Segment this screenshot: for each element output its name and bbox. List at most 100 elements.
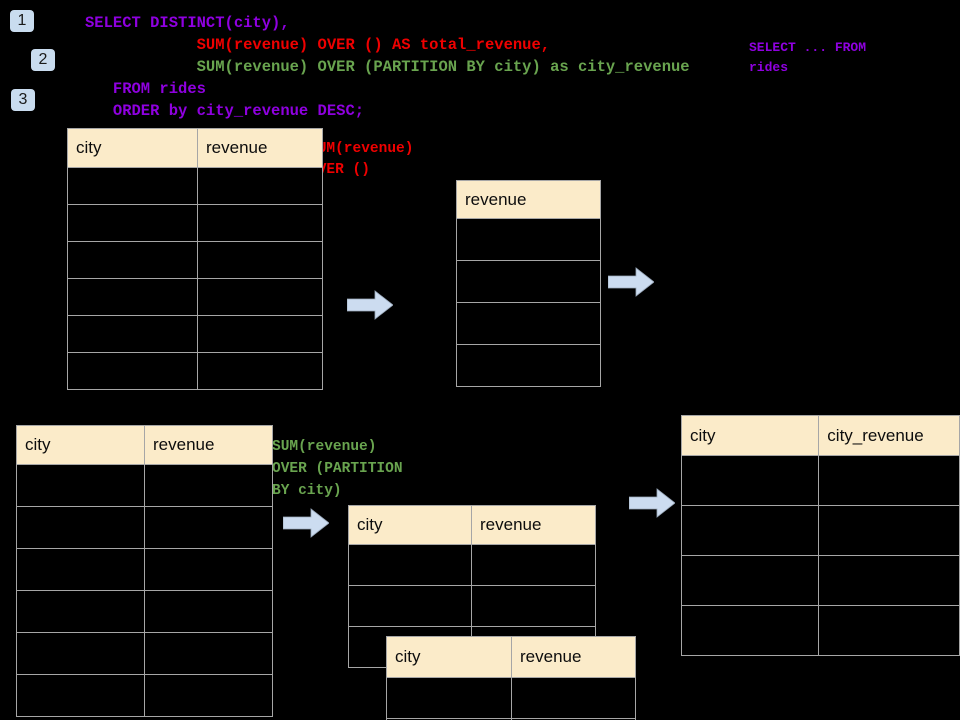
table-cell-empty — [144, 632, 273, 675]
table-cell-empty — [16, 548, 145, 591]
table-cell-empty — [456, 260, 601, 303]
table-cell-empty — [197, 315, 323, 353]
table-cell-empty — [511, 677, 636, 719]
column-header-city: city — [16, 425, 145, 465]
arrow-partition-to-result — [628, 488, 676, 518]
table-row — [386, 718, 636, 720]
table-cell-empty — [680, 605, 820, 656]
table-cell-empty — [67, 241, 198, 279]
table-cell-empty — [67, 352, 198, 390]
table-row — [16, 590, 273, 633]
table-cell-empty — [67, 204, 198, 242]
sql-line-3: SUM(revenue) OVER (PARTITION BY city) as… — [85, 58, 690, 76]
table-cell-empty — [144, 590, 273, 633]
table-cell-empty — [680, 455, 820, 506]
table-cell-empty — [67, 278, 198, 316]
table-cell-empty — [144, 464, 273, 507]
table-row — [67, 241, 323, 279]
table-cell-empty — [456, 302, 601, 345]
table-row — [680, 455, 960, 506]
column-header-city: city — [348, 505, 472, 545]
annotation-select-from-rides: SELECT ... FROM rides — [749, 40, 867, 75]
table-cell-empty — [197, 278, 323, 316]
table-cell-empty — [197, 167, 323, 205]
table-row — [456, 218, 601, 261]
table-row — [348, 544, 596, 586]
column-header-revenue: revenue — [197, 128, 323, 168]
column-header-city: city — [386, 636, 512, 678]
table-cell-empty — [818, 555, 960, 606]
table-cell-empty — [348, 585, 472, 627]
sql-line-4: FROM rides — [85, 80, 206, 98]
table-row — [67, 315, 323, 353]
column-header-revenue: revenue — [471, 505, 596, 545]
step-badge-1: 1 — [10, 10, 34, 32]
table-cell-empty — [67, 315, 198, 353]
table-header-row: revenue — [456, 180, 601, 219]
table-row — [16, 632, 273, 675]
table-cell-empty — [386, 677, 512, 719]
table-row — [67, 352, 323, 390]
table-cell-empty — [16, 674, 145, 717]
arrow-total-to-result — [607, 267, 655, 297]
table-row — [67, 167, 323, 205]
column-header-city: city — [67, 128, 198, 168]
table-cell-empty — [680, 505, 820, 556]
arrow-source-to-total — [346, 290, 394, 320]
sql-line-2: SUM(revenue) OVER () AS total_revenue, — [85, 36, 551, 54]
table-cell-empty — [818, 455, 960, 506]
table-row — [67, 278, 323, 316]
table-row — [456, 260, 601, 303]
table-cell-empty — [144, 506, 273, 549]
table-row — [16, 674, 273, 717]
table-cell-empty — [197, 241, 323, 279]
table-total-revenue: revenue — [456, 180, 601, 387]
table-row — [680, 555, 960, 606]
table-row — [680, 605, 960, 656]
sql-line-1: SELECT DISTINCT(city), — [85, 14, 290, 32]
table-row — [16, 506, 273, 549]
table-cell-empty — [16, 632, 145, 675]
table-cell-empty — [144, 674, 273, 717]
table-row — [386, 677, 636, 719]
table-cell-empty — [67, 167, 198, 205]
column-header-revenue: revenue — [456, 180, 601, 219]
arrow-shape-icon — [282, 508, 330, 538]
annotation-sum-over-partition: SUM(revenue) OVER (PARTITION BY city) — [272, 439, 403, 499]
table-cell-empty — [144, 548, 273, 591]
table-row — [348, 585, 596, 627]
table-row — [16, 548, 273, 591]
table-cell-empty — [680, 555, 820, 606]
arrow-shape-icon — [607, 267, 655, 297]
step-badge-3: 3 — [11, 89, 35, 111]
table-cell-empty — [16, 590, 145, 633]
arrow-shape-icon — [346, 290, 394, 320]
table-cell-empty — [197, 352, 323, 390]
table-cell-empty — [471, 544, 596, 586]
table-cell-empty — [16, 506, 145, 549]
table-row — [16, 464, 273, 507]
column-header-city: city — [680, 415, 820, 456]
table-cell-empty — [456, 218, 601, 261]
table-row — [680, 505, 960, 556]
sql-query-block: SELECT DISTINCT(city), SUM(revenue) OVER… — [85, 12, 690, 122]
table-cell-empty — [348, 544, 472, 586]
annotation-sum-over-empty: SUM(revenue) OVER () — [309, 141, 414, 178]
column-header-city_revenue: city_revenue — [818, 415, 960, 456]
table-cell-empty — [16, 464, 145, 507]
table-row — [67, 204, 323, 242]
table-cell-empty — [511, 718, 636, 720]
table-row — [456, 302, 601, 345]
table-cell-empty — [818, 605, 960, 656]
sql-line-5: ORDER by city_revenue DESC; — [85, 102, 365, 120]
column-header-revenue: revenue — [144, 425, 273, 465]
